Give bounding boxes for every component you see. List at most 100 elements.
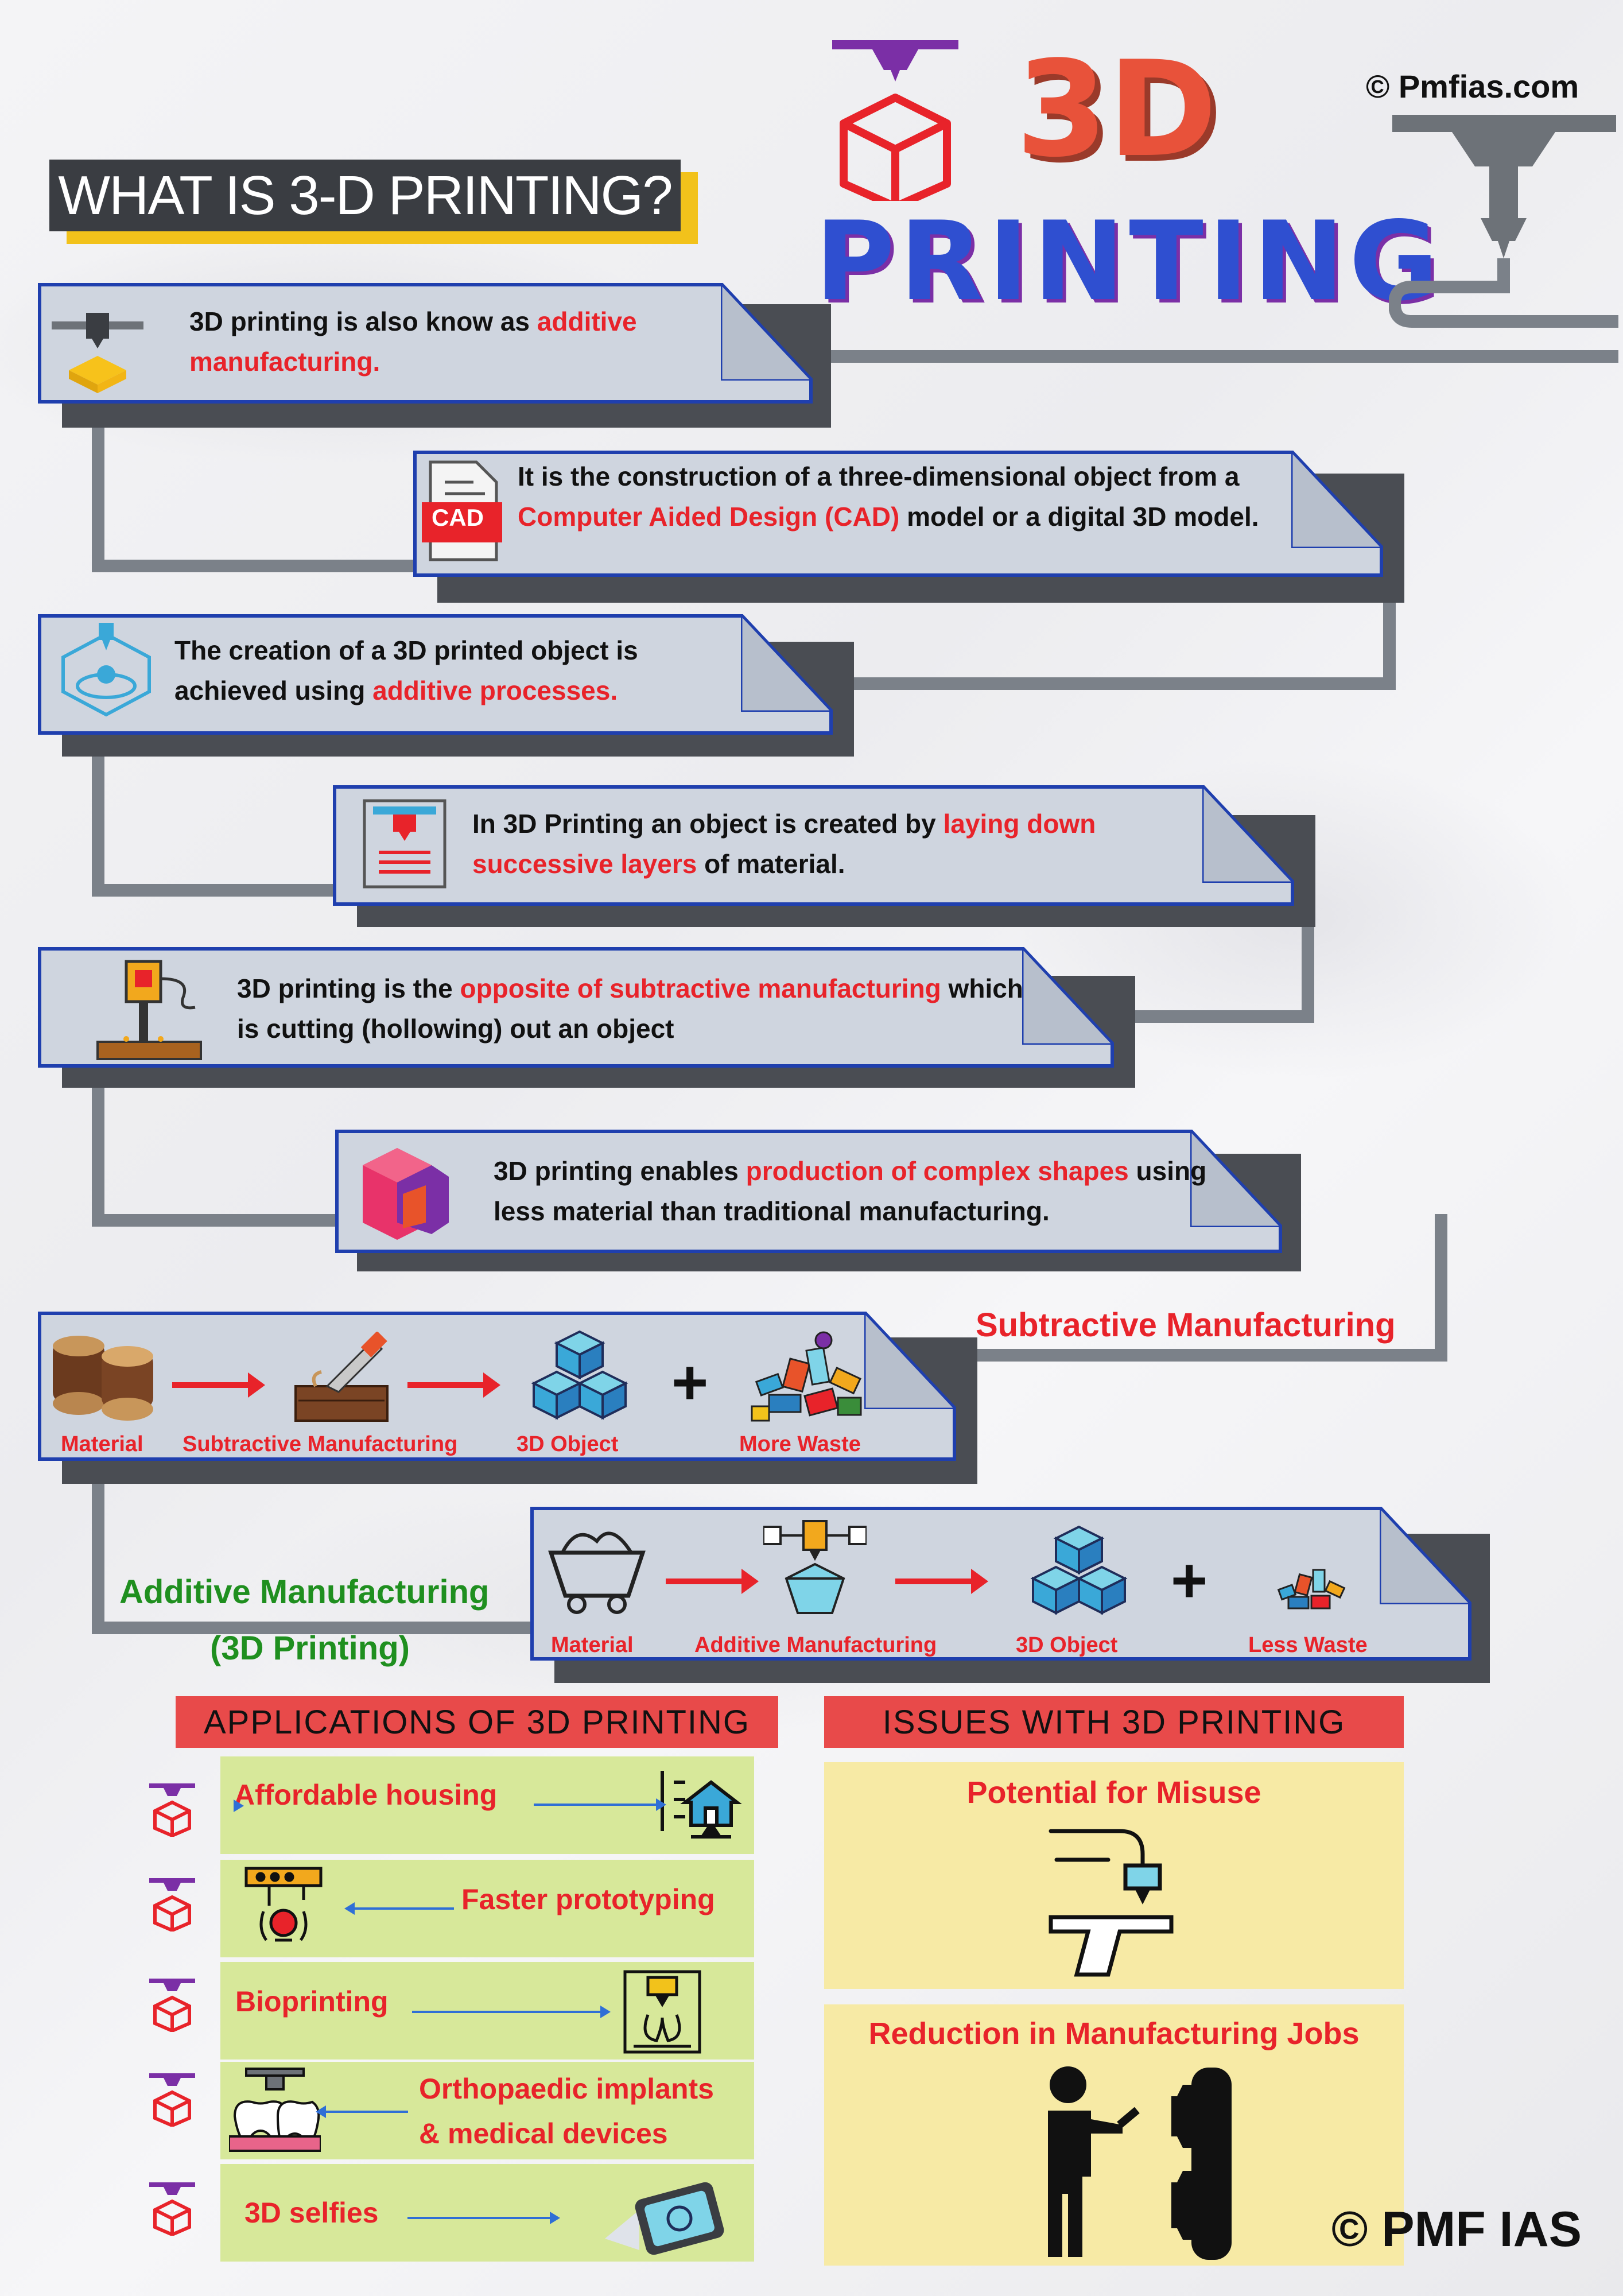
flow-label: Material: [551, 1633, 634, 1657]
pipe-connector: [1383, 574, 1396, 689]
small-waste-icon: [1277, 1569, 1346, 1609]
flow-label: Subtractive Manufacturing: [183, 1432, 458, 1456]
pipe-connector: [92, 752, 104, 895]
phone-selfie-icon: [605, 2182, 724, 2255]
page-fold: [1190, 1130, 1282, 1227]
pipe-connector: [1435, 1214, 1447, 1358]
pipe-connector: [92, 1073, 104, 1225]
page-fold: [1202, 785, 1294, 883]
dental-implant-icon: [229, 2068, 321, 2152]
flow-arrow: [895, 1569, 988, 1594]
application-row: Faster prototyping: [220, 1860, 754, 1957]
waste-pile-icon: [751, 1331, 862, 1422]
card-text: The creation of a 3D printed object is a…: [174, 635, 638, 705]
cube-bullet-icon: [149, 1783, 195, 1837]
cube-printer-icon: [832, 40, 958, 201]
cube-bullet-icon: [149, 1878, 195, 1932]
additive-subheading: (3D Printing): [210, 1630, 410, 1667]
page-fold: [741, 614, 833, 712]
cube-bullet-icon: [149, 1979, 195, 2032]
flow-label: 3D Object: [517, 1432, 619, 1456]
layer-printer-icon: [363, 799, 446, 889]
application-label: 3D selfies: [244, 2197, 379, 2229]
flow-label: 3D Object: [1016, 1633, 1118, 1657]
pipe-connector: [92, 560, 413, 572]
bioprinting-icon: [623, 1970, 701, 2054]
cube-bullet-icon: [149, 2182, 195, 2236]
application-label: Faster prototyping: [461, 1883, 715, 1915]
pipe-connector: [92, 1478, 104, 1633]
cad-label: CAD: [432, 504, 484, 531]
wood-chisel-icon: [294, 1332, 389, 1422]
pipe-connector: [92, 1622, 534, 1634]
card-text: 3D printing is the opposite of subtracti…: [237, 974, 1023, 1044]
pipe-connector: [92, 884, 339, 897]
application-label: & medical devices: [419, 2117, 668, 2150]
robot-arm-icon: [244, 1867, 323, 1942]
flow-arrow: [172, 1372, 265, 1398]
pipe-connector: [92, 1214, 339, 1227]
printer-head-icon: [1389, 115, 1618, 328]
pointer-arrow: [316, 2105, 408, 2118]
issue-card: Potential for Misuse: [824, 1762, 1404, 1989]
logo-printing: PRINTING: [815, 198, 1443, 325]
card-text: In 3D Printing an object is created by l…: [472, 809, 1096, 879]
material-cart-icon: [548, 1531, 646, 1614]
additive-printer-icon: [763, 1520, 867, 1614]
wood-logs-icon: [53, 1336, 153, 1421]
flow-label: More Waste: [739, 1432, 861, 1456]
flow-label: Less Waste: [1248, 1633, 1368, 1657]
pointer-arrow: [344, 1902, 454, 1915]
application-row: Orthopaedic implants & medical devices: [220, 2062, 754, 2159]
pipe-connector: [941, 1349, 1447, 1362]
plus-icon: +: [671, 1347, 709, 1418]
subtractive-heading: Subtractive Manufacturing: [976, 1306, 1396, 1344]
card-text: 3D printing is also know as additive man…: [189, 307, 637, 377]
3d-printer-bed-icon: [61, 623, 151, 717]
flow-label: Material: [61, 1432, 143, 1456]
complex-shape-icon: [363, 1148, 449, 1240]
plus-icon: +: [1171, 1545, 1208, 1616]
logo-3d: 3D: [1016, 33, 1217, 187]
page-fold: [721, 283, 813, 381]
printer-nozzle-icon: [52, 313, 143, 393]
flow-arrow: [407, 1372, 500, 1398]
card-text: It is the construction of a three-dimens…: [518, 461, 1259, 532]
pipe-connector: [826, 677, 1396, 690]
page-fold: [1022, 947, 1114, 1045]
pipe-connector: [1090, 1010, 1314, 1023]
flow-arrow: [666, 1569, 759, 1594]
issue-title: Potential for Misuse: [966, 1775, 1261, 1810]
page-fold: [1291, 451, 1383, 548]
drill-icon: [96, 960, 202, 1060]
pipe-connector: [809, 350, 1618, 363]
page-title: WHAT IS 3-D PRINTING?: [58, 165, 673, 226]
issues-heading: ISSUES WITH 3D PRINTING: [824, 1696, 1404, 1748]
cube-bullet-icon: [149, 2073, 195, 2127]
card-text: 3D printing enables production of comple…: [494, 1156, 1207, 1226]
3d-object-icon: [531, 1330, 628, 1420]
pipe-connector: [92, 422, 104, 571]
pointer-arrow: [407, 2212, 560, 2224]
issue-card: Reduction in Manufacturing Jobs: [824, 2004, 1404, 2266]
flow-label: Additive Manufacturing: [694, 1633, 937, 1657]
title-banner: WHAT IS 3-D PRINTING?: [49, 160, 681, 231]
applications-heading: APPLICATIONS OF 3D PRINTING: [176, 1696, 778, 1748]
worker-gear-icon: [1048, 2066, 1232, 2260]
copyright-bottom: © PMF IAS: [1331, 2202, 1582, 2257]
house-printing-icon: [661, 1771, 742, 1839]
copyright-top: © Pmfias.com: [1366, 68, 1579, 104]
issue-title: Reduction in Manufacturing Jobs: [868, 2016, 1360, 2051]
printed-gun-icon: [1049, 1829, 1174, 1977]
pointer-arrow: [412, 2006, 611, 2018]
page-fold: [1380, 1507, 1471, 1604]
pointer-arrow: [534, 1798, 666, 1811]
application-row: 3D selfies: [220, 2164, 754, 2262]
page-fold: [864, 1312, 956, 1409]
3d-object-icon: [1030, 1525, 1128, 1615]
cad-file-icon: [422, 460, 502, 561]
application-label: Affordable housing: [234, 1779, 498, 1811]
application-label: Orthopaedic implants: [419, 2073, 714, 2105]
application-label: Bioprinting: [235, 1985, 389, 2018]
application-row: Affordable housing: [220, 1756, 754, 1854]
